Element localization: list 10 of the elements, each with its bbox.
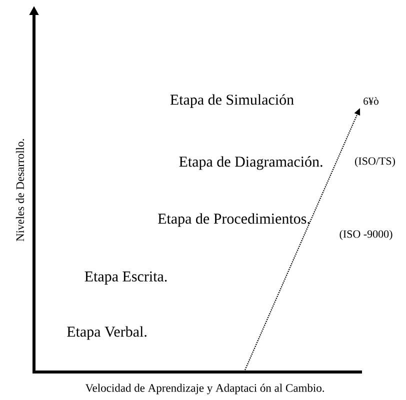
stage-label: Etapa Verbal.	[67, 326, 146, 340]
axis-title: Niveles de Desarrollo.	[16, 139, 24, 242]
stage-note: 6¥ò	[364, 97, 378, 105]
stage-label: Etapa de Procedimientos.	[158, 213, 310, 227]
stage-label: Etapa Escrita.	[84, 271, 167, 285]
stage-label: Etapa de Simulación	[170, 94, 294, 108]
stage-label: Etapa de Diagramación.	[179, 156, 322, 170]
axis-title: Velocidad de Aprendizaje y Adaptaci ón al Cambio.	[85, 384, 324, 394]
standard-label: (ISO -9000)	[340, 230, 392, 240]
standard-label: (ISO/TS)	[355, 157, 395, 167]
